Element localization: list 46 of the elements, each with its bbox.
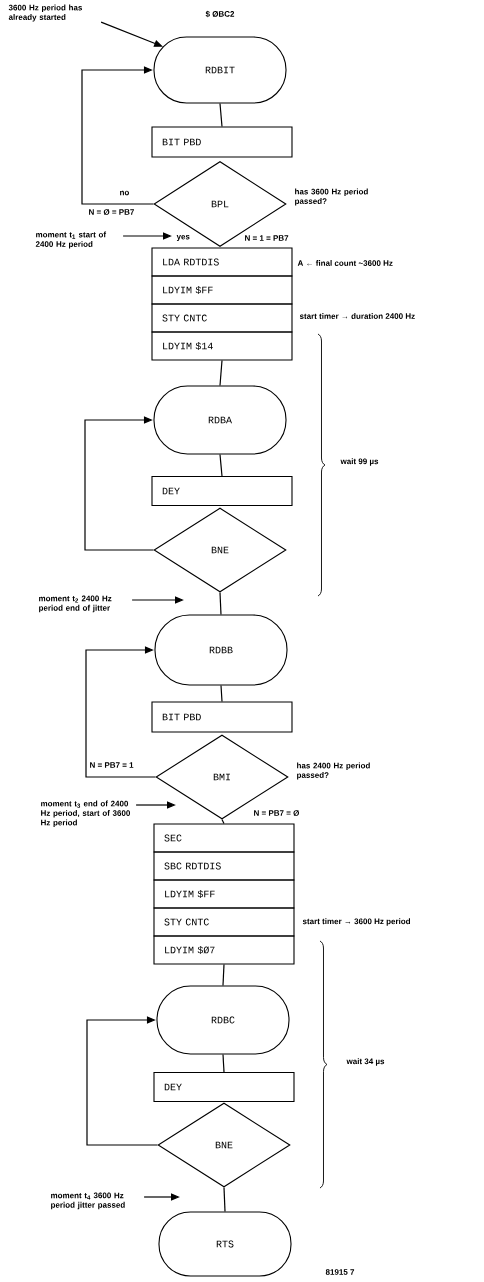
connector-line [222, 963, 225, 987]
loop-arrow [81, 66, 155, 205]
edge-label: N = PB7 = 1 [88, 761, 135, 769]
connector-line [219, 591, 222, 616]
loop-arrow [84, 416, 155, 551]
instruction-box: STY CNTC [153, 907, 295, 937]
annotation-text: 3600 Hz period has already started [8, 4, 82, 22]
connector-line [219, 102, 223, 128]
instruction-box: LDYIM $14 [151, 331, 293, 361]
branch-label: yes [176, 235, 190, 241]
instruction-box: BIT PBD [151, 126, 293, 158]
instruction-box: LDYIM $FF [153, 879, 295, 909]
annotation-text: moment t$_{2}$ 2400 Hz period end of jitter [39, 595, 112, 613]
condition-label: N = Ø = PB7 [89, 209, 134, 216]
edge-label: N = PB7 = Ø [252, 809, 301, 817]
instruction-box: LDYIM $FF [151, 275, 293, 305]
annotation-text: A ← final count ~3600 Hz [297, 260, 393, 266]
instruction-box: LDYIM $Ø7 [153, 935, 295, 965]
annotation-text: moment t$_{3}$ end of 2400 Hz period, start of 3600 Hz period [41, 800, 130, 827]
annotation-text: start timer → duration 2400 Hz [299, 313, 415, 319]
connector-line [222, 1053, 225, 1073]
instruction-box: LDA RDTDIS [151, 247, 293, 277]
connector-line [219, 453, 223, 477]
connector-line [220, 684, 223, 703]
duration-label: wait 99 µs [340, 458, 379, 466]
annotation-text: start timer → 3600 Hz period [302, 918, 411, 926]
instruction-box: BIT PBD [151, 701, 293, 733]
connector-line [221, 818, 225, 825]
instruction-box: SBC RDTDIS [153, 851, 295, 881]
figure-number: 81915 7 [325, 1269, 355, 1275]
loop-arrow [86, 1016, 159, 1146]
instruction-box: SEC [153, 823, 295, 853]
condition-label: N = 1 = PB7 [245, 235, 289, 241]
annotation-text: moment t$_{1}$ start of 2400 Hz period [35, 231, 107, 249]
annotation-text: moment t$_{4}$ 3600 Hz period jitter passed [51, 1192, 125, 1210]
edge-label: no [118, 189, 131, 197]
annotation-text: has 3600 Hz period passed? [295, 188, 368, 206]
instruction-box: STY CNTC [151, 303, 293, 333]
instruction-box: DEY [151, 475, 293, 507]
annotation-text: has 2400 Hz period passed? [297, 762, 370, 780]
connector-line [219, 359, 223, 387]
instruction-box: DEY [153, 1071, 295, 1103]
address-label: $ ØBC2 [205, 10, 235, 18]
duration-label: wait 34 µs [346, 1058, 385, 1066]
connector-line [223, 1186, 226, 1213]
loop-arrow [85, 646, 157, 778]
